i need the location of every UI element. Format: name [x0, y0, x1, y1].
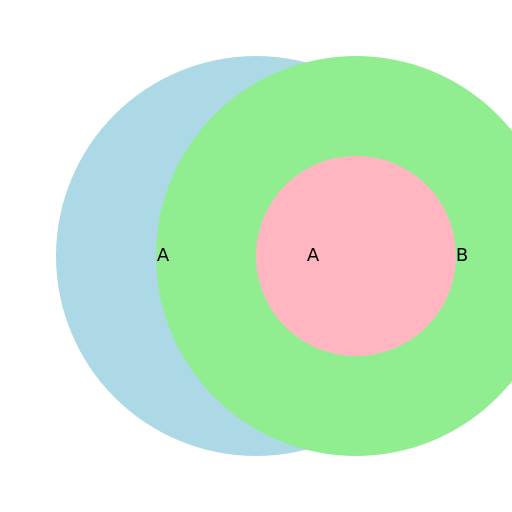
circle-a-inner: [256, 156, 456, 356]
label-b: B: [456, 245, 468, 266]
label-a-inner: A: [307, 245, 320, 266]
label-a-outer: A: [157, 245, 170, 266]
